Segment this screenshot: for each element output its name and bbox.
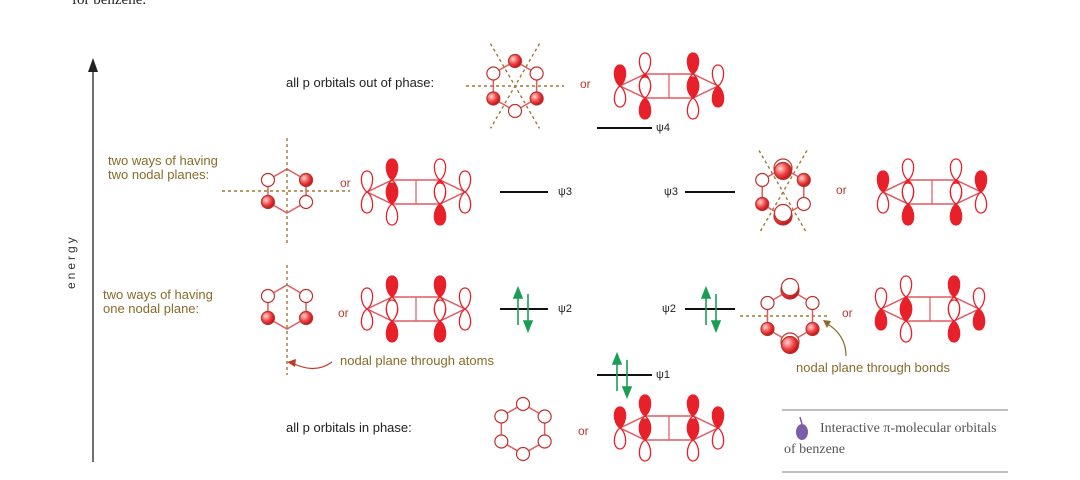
side-view-psi3-b: [876, 158, 988, 226]
two-nodal-line2: two nodal planes:: [108, 167, 210, 182]
top-view-psi3-a: [222, 138, 350, 245]
top-view-psi2-b: [740, 277, 830, 355]
interactive-line2[interactable]: of benzene: [784, 442, 846, 457]
through-atoms-annotation: nodal plane through atoms: [340, 353, 494, 368]
energy-levels: [500, 127, 735, 376]
through-bonds-pointer: [825, 322, 847, 357]
two-nodal-or-right: or: [836, 183, 847, 197]
one-nodal-line1: two ways of having: [103, 287, 213, 302]
through-atoms-pointer: [291, 361, 333, 370]
psi3-right-label: ψ3: [664, 186, 678, 198]
in-phase-label: all p orbitals in phase:: [286, 420, 412, 435]
two-nodal-line1: two ways of having: [108, 153, 218, 168]
top-view-out-of-phase: [466, 43, 564, 129]
one-nodal-or-right: or: [842, 306, 853, 320]
one-nodal-or-left: or: [338, 306, 349, 320]
psi2-right-electrons: [700, 285, 722, 334]
side-view-psi2-a: [360, 275, 472, 343]
psi2-left-electrons: [512, 285, 534, 334]
side-view-in-phase: [613, 394, 725, 462]
psi3-left-label: ψ3: [558, 186, 572, 198]
side-view-psi2-b: [874, 275, 986, 343]
top-fragment: for benzene.: [72, 0, 147, 8]
side-view-out-of-phase: [613, 52, 725, 120]
out-of-phase-label: all p orbitals out of phase:: [286, 75, 435, 90]
psi4-label: ψ4: [656, 122, 670, 134]
top-view-in-phase: [494, 396, 552, 462]
out-of-phase-or: or: [580, 77, 591, 91]
one-nodal-line2: one nodal plane:: [103, 301, 200, 316]
mouse-icon: [796, 416, 808, 440]
electron-arrows: [512, 285, 722, 400]
psi2-left-label: ψ2: [558, 303, 572, 315]
psi1-electrons: [611, 351, 633, 400]
psi1-label: ψ1: [656, 369, 670, 381]
interactive-line1[interactable]: Interactive π-molecular orbitals: [820, 421, 997, 436]
through-bonds-annotation: nodal plane through bonds: [796, 360, 950, 375]
top-view-psi3-b: [755, 150, 811, 234]
in-phase-or: or: [578, 424, 589, 438]
energy-axis: [88, 58, 98, 462]
psi2-right-label: ψ2: [662, 303, 676, 315]
top-view-psi2-a: [260, 265, 314, 375]
two-nodal-or-left: or: [340, 176, 351, 190]
energy-axis-label: energy: [64, 234, 78, 289]
side-view-psi3-a: [360, 158, 472, 226]
